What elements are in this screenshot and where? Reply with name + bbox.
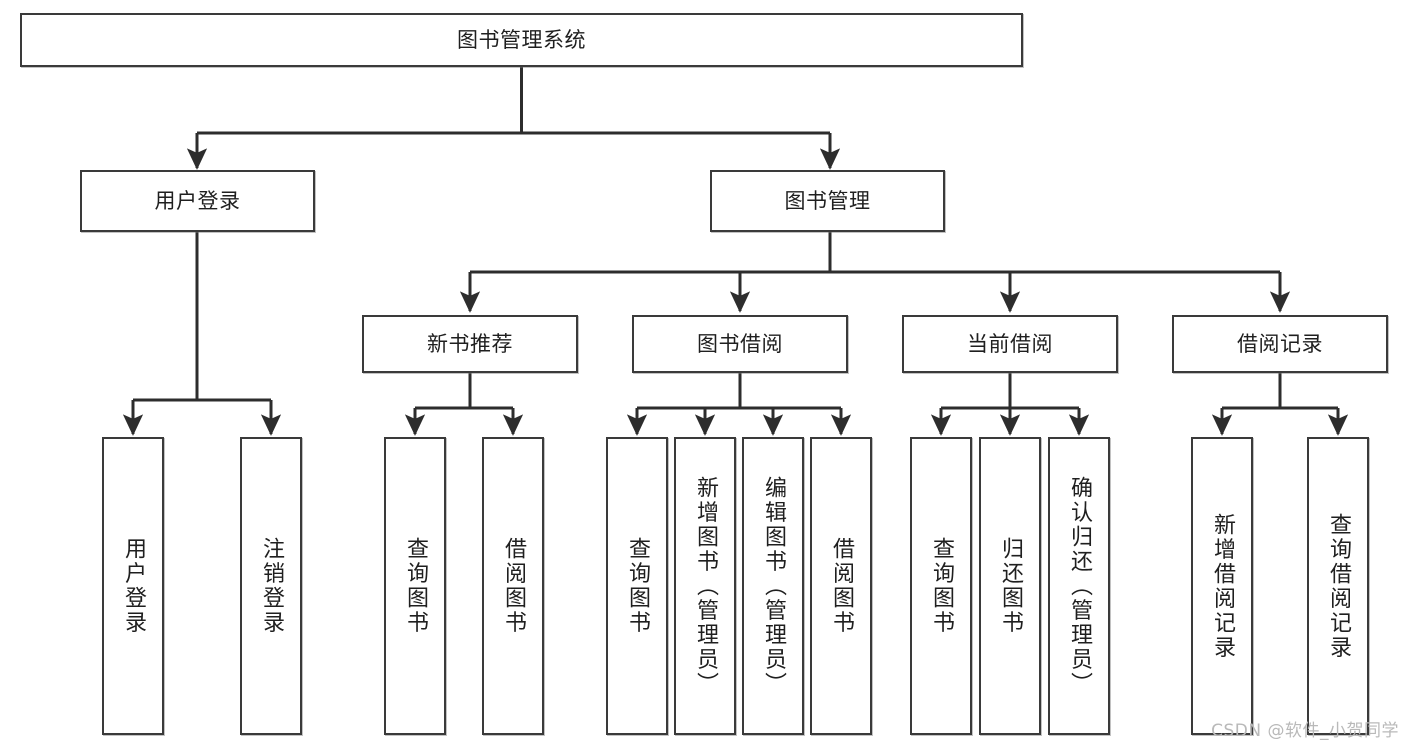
node-book-borrow[interactable]: 图书借阅 xyxy=(632,315,848,373)
node-leaf-user-login-label: 用户登录 xyxy=(121,537,146,635)
node-leaf-query-book-3[interactable]: 查询图书 xyxy=(910,437,972,735)
node-current-borrow-label: 当前借阅 xyxy=(967,331,1053,356)
node-borrow-record[interactable]: 借阅记录 xyxy=(1172,315,1388,373)
node-leaf-add-book-label: 新增图书（管理员） xyxy=(693,475,718,697)
node-leaf-query-book-1[interactable]: 查询图书 xyxy=(384,437,446,735)
node-leaf-logout[interactable]: 注销登录 xyxy=(240,437,302,735)
node-leaf-confirm-return[interactable]: 确认归还（管理员） xyxy=(1048,437,1110,735)
node-leaf-query-record[interactable]: 查询借阅记录 xyxy=(1307,437,1369,735)
node-leaf-add-book[interactable]: 新增图书（管理员） xyxy=(674,437,736,735)
node-leaf-add-record[interactable]: 新增借阅记录 xyxy=(1191,437,1253,735)
node-leaf-add-record-label: 新增借阅记录 xyxy=(1210,512,1235,660)
node-leaf-return-book-label: 归还图书 xyxy=(998,537,1023,635)
node-leaf-borrow-book-2[interactable]: 借阅图书 xyxy=(810,437,872,735)
node-leaf-query-record-label: 查询借阅记录 xyxy=(1326,512,1351,660)
node-leaf-query-book-2-label: 查询图书 xyxy=(625,537,650,635)
node-leaf-logout-label: 注销登录 xyxy=(259,537,284,635)
node-root[interactable]: 图书管理系统 xyxy=(20,13,1023,67)
node-new-book-recommend[interactable]: 新书推荐 xyxy=(362,315,578,373)
node-leaf-user-login[interactable]: 用户登录 xyxy=(102,437,164,735)
node-leaf-borrow-book-2-label: 借阅图书 xyxy=(829,537,854,635)
node-leaf-query-book-1-label: 查询图书 xyxy=(403,537,428,635)
node-leaf-borrow-book-1-label: 借阅图书 xyxy=(501,537,526,635)
node-leaf-edit-book[interactable]: 编辑图书（管理员） xyxy=(742,437,804,735)
watermark-text: CSDN @软件_小贺同学 xyxy=(1211,721,1399,741)
node-current-borrow[interactable]: 当前借阅 xyxy=(902,315,1118,373)
node-user-login-label: 用户登录 xyxy=(154,188,241,213)
node-root-label: 图书管理系统 xyxy=(457,27,586,52)
node-book-management[interactable]: 图书管理 xyxy=(710,170,945,232)
node-new-book-recommend-label: 新书推荐 xyxy=(427,331,513,356)
node-user-login[interactable]: 用户登录 xyxy=(80,170,315,232)
node-leaf-borrow-book-1[interactable]: 借阅图书 xyxy=(482,437,544,735)
node-book-management-label: 图书管理 xyxy=(784,188,871,213)
node-leaf-return-book[interactable]: 归还图书 xyxy=(979,437,1041,735)
node-leaf-query-book-3-label: 查询图书 xyxy=(929,537,954,635)
node-leaf-edit-book-label: 编辑图书（管理员） xyxy=(761,475,786,697)
node-leaf-confirm-return-label: 确认归还（管理员） xyxy=(1067,475,1092,697)
node-book-borrow-label: 图书借阅 xyxy=(697,331,783,356)
node-leaf-query-book-2[interactable]: 查询图书 xyxy=(606,437,668,735)
node-borrow-record-label: 借阅记录 xyxy=(1237,331,1323,356)
